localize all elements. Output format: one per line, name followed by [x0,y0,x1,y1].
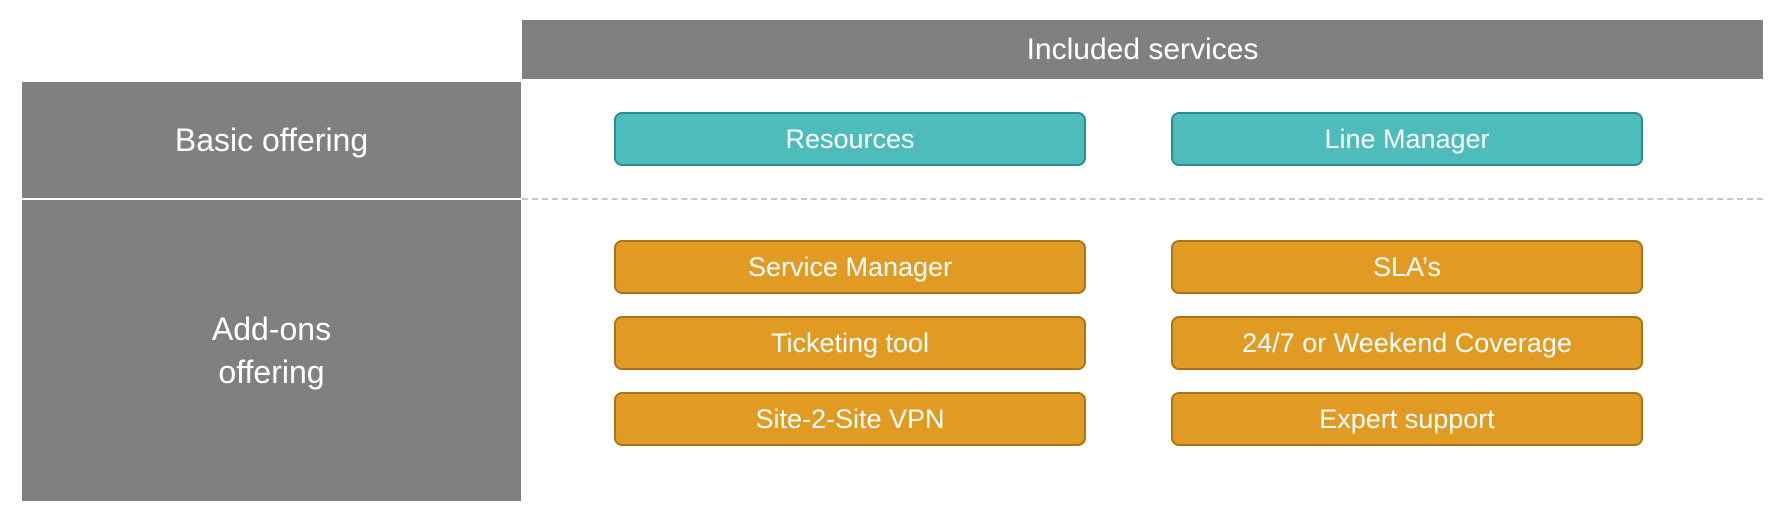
service-pill-service-manager: Service Manager [614,240,1086,294]
service-pill-slas: SLA’s [1171,240,1643,294]
service-pill-label: 24/7 or Weekend Coverage [1242,327,1572,358]
addons-offering-text: Add-ons offering [211,310,332,390]
basic-offering-text: Basic offering [174,121,369,158]
addons-offering-row-label: Add-ons offering [22,200,521,501]
included-services-header: Included services [522,20,1763,79]
basic-offering-row-label: Basic offering [22,82,521,198]
service-pill-coverage: 24/7 or Weekend Coverage [1171,316,1643,370]
service-pill-line-manager: Line Manager [1171,112,1643,166]
service-pill-label: SLA’s [1372,251,1442,282]
service-pill-expert-support: Expert support [1171,392,1643,446]
service-pill-label: Expert support [1319,403,1495,434]
service-pill-site-2-site-vpn: Site-2-Site VPN [614,392,1086,446]
service-pill-label: Site-2-Site VPN [755,403,945,434]
row-divider [522,198,1763,200]
service-pill-label: Ticketing tool [770,327,930,358]
service-pill-resources: Resources [614,112,1086,166]
service-pill-ticketing-tool: Ticketing tool [614,316,1086,370]
service-pill-label: Line Manager [1324,123,1490,154]
service-pill-label: Resources [785,123,915,154]
included-services-title: Included services [1026,32,1259,66]
service-pill-label: Service Manager [747,251,953,282]
